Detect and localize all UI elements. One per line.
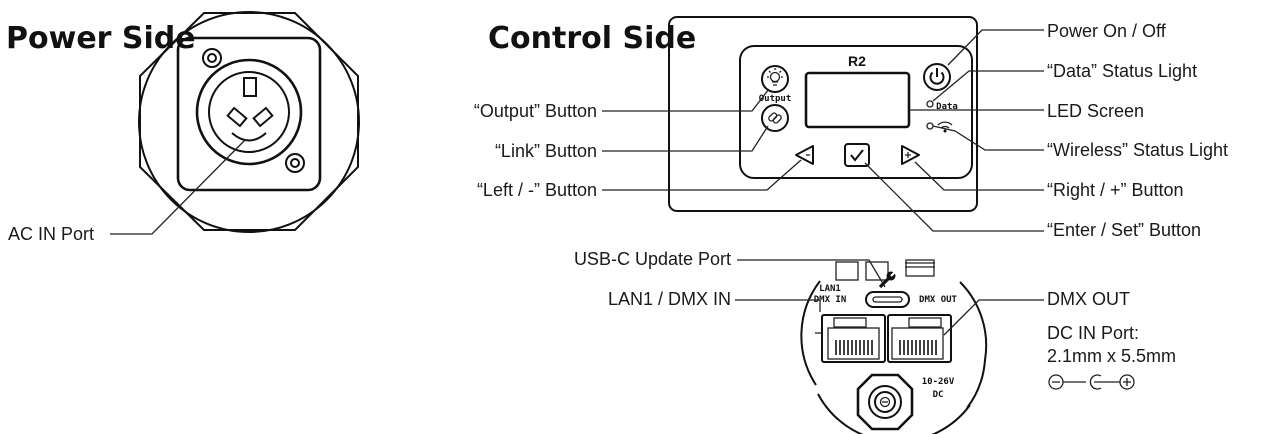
wireless-light-label: “Wireless” Status Light <box>1047 140 1228 160</box>
bulb-icon <box>767 68 783 86</box>
usb-port-label: USB-C Update Port <box>574 249 731 269</box>
link-button-label: “Link” Button <box>495 141 597 161</box>
rj45-port-out <box>887 314 952 363</box>
leader-lines <box>110 29 1044 336</box>
plus-arrow-icon <box>901 145 920 165</box>
data-caption: Data <box>936 102 958 112</box>
output-button[interactable] <box>761 65 789 93</box>
control-side-heading: Control Side <box>488 21 696 56</box>
control-unit-illustration: R2 Output <box>668 16 978 212</box>
right-button-label: “Right / +” Button <box>1047 180 1184 200</box>
wrench-icon <box>878 271 896 289</box>
dc-in-port <box>856 373 914 431</box>
led-screen-label: LED Screen <box>1047 101 1144 121</box>
link-icon <box>768 112 782 124</box>
model-label: R2 <box>848 53 866 69</box>
usb-c-port <box>865 291 910 308</box>
left-button[interactable] <box>795 145 814 165</box>
power-button[interactable] <box>923 63 951 91</box>
rj45-port-in <box>815 314 886 363</box>
dc-in-size-label: 2.1mm x 5.5mm <box>1047 346 1176 366</box>
power-side-heading: Power Side <box>6 21 196 56</box>
power-label: Power On / Off <box>1047 21 1167 41</box>
enter-button-label: “Enter / Set” Button <box>1047 220 1201 240</box>
port-panel-illustration: LAN1 DMX IN DMX OUT <box>800 259 988 434</box>
enter-button[interactable] <box>844 143 870 167</box>
output-button-label: “Output” Button <box>474 101 597 121</box>
dmx-out-caption: DMX OUT <box>919 295 958 305</box>
output-caption: Output <box>759 94 792 104</box>
lan1-label: LAN1 / DMX IN <box>608 289 731 309</box>
data-light-label: “Data” Status Light <box>1047 61 1197 81</box>
wireless-status-light <box>926 122 934 130</box>
left-arrow-icon <box>795 145 814 165</box>
lan1-caption: LAN1 <box>819 284 841 294</box>
data-status-light <box>926 100 934 108</box>
dmx-out-label: DMX OUT <box>1047 289 1130 309</box>
voltage-caption: 10-26V <box>922 377 955 387</box>
link-button[interactable] <box>761 104 789 132</box>
ac-in-label: AC IN Port <box>8 224 94 244</box>
polarity-icon <box>1048 374 1135 390</box>
check-icon <box>850 149 864 162</box>
dc-caption: DC <box>933 390 944 400</box>
right-button[interactable] <box>901 145 920 165</box>
ac-inlet-illustration <box>138 11 360 233</box>
led-screen <box>804 71 911 129</box>
dc-in-label: DC IN Port: <box>1047 323 1139 343</box>
power-icon <box>929 68 945 85</box>
left-button-label: “Left / -” Button <box>477 180 597 200</box>
dmx-in-caption: DMX IN <box>814 295 847 305</box>
